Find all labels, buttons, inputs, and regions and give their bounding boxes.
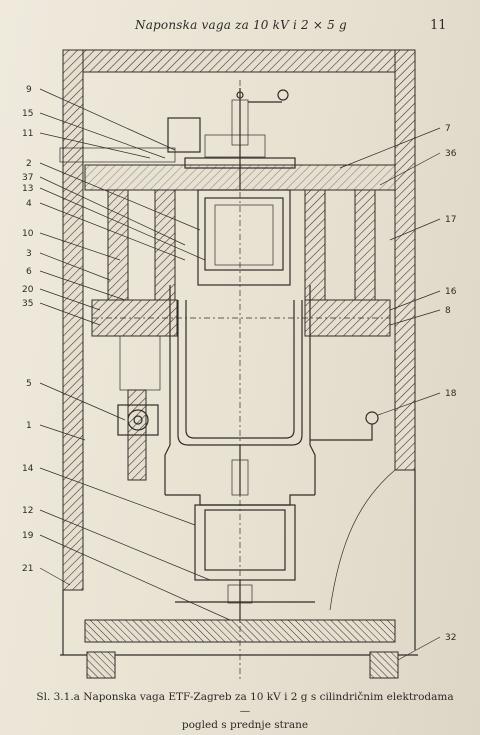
callout-2: 2 xyxy=(26,159,32,169)
callout-9: 9 xyxy=(26,85,32,95)
callout-20: 20 xyxy=(22,285,34,295)
callout-5: 5 xyxy=(26,379,32,389)
callout-32: 32 xyxy=(445,633,456,643)
callout-4: 4 xyxy=(26,199,32,209)
base-plate xyxy=(84,601,399,679)
callout-1: 1 xyxy=(26,421,32,431)
callout-8: 8 xyxy=(445,306,451,316)
knob-assembly xyxy=(117,404,159,436)
page-number: 11 xyxy=(430,18,447,33)
callout-17: 17 xyxy=(445,215,456,225)
callout-37: 37 xyxy=(22,173,33,183)
callout-14: 14 xyxy=(22,464,34,474)
housing-right-wall xyxy=(394,49,416,471)
callout-11: 11 xyxy=(22,129,33,139)
housing-left-wall xyxy=(62,49,84,591)
callout-6: 6 xyxy=(26,267,32,277)
housing-frame xyxy=(60,49,418,656)
side-connector xyxy=(310,411,379,441)
side-columns xyxy=(107,189,376,481)
callout-35: 35 xyxy=(22,299,33,309)
top-plate xyxy=(59,117,396,191)
callout-13: 13 xyxy=(22,184,33,194)
callout-16: 16 xyxy=(445,287,457,297)
leader-lines xyxy=(39,88,441,661)
callout-18: 18 xyxy=(445,389,457,399)
callout-3: 3 xyxy=(26,249,32,259)
figure-caption: Sl. 3.1.a Naponska vaga ETF-Zagreb za 10… xyxy=(30,690,460,732)
callout-labels: 9 15 11 2 37 13 4 10 3 6 20 35 5 1 14 12… xyxy=(22,85,457,643)
middle-ring xyxy=(91,299,391,337)
callout-7: 7 xyxy=(445,124,451,134)
callout-10: 10 xyxy=(22,229,34,239)
callout-19: 19 xyxy=(22,531,34,541)
upper-electrode xyxy=(197,189,291,286)
callout-12: 12 xyxy=(22,506,33,516)
running-header-title: Naponska vaga za 10 kV i 2 × 5 g xyxy=(135,18,347,32)
callout-15: 15 xyxy=(22,109,33,119)
caption-line-2: pogled s prednje strane xyxy=(181,719,309,731)
callout-21: 21 xyxy=(22,564,33,574)
callout-36: 36 xyxy=(445,149,457,159)
housing-top-wall xyxy=(62,49,416,73)
caption-line-1: Sl. 3.1.a Naponska vaga ETF-Zagreb za 10… xyxy=(36,691,454,717)
